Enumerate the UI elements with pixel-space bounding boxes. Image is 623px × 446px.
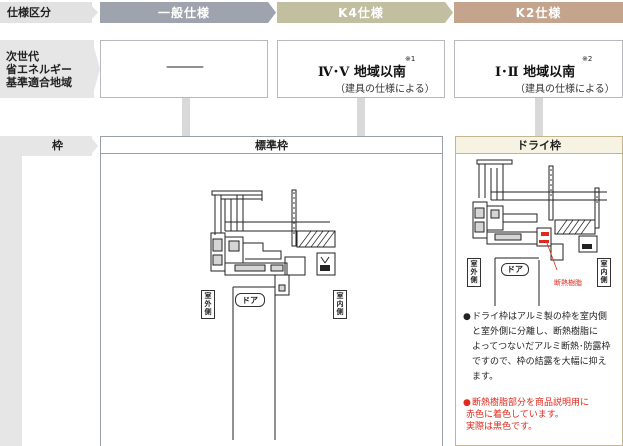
zone-k2-note: ※2 [582,55,593,63]
zone-k4-note: ※1 [405,55,416,63]
zone-general-value: ——— [166,59,204,75]
red-note: 断熱樹脂部分を商品説明用に 赤色に着色しています。 実際は黒色です。 [466,397,620,433]
dry-frame-title: ドライ枠 [456,137,622,154]
dry-description-line: ます。 [472,372,499,382]
dry-description: ドライ枠はアルミ製の枠を室内側 と室外側に分離し、断熱樹脂に よってつないだアル… [472,310,620,385]
dry-description-bullet: ● [463,312,471,322]
left-label-bar [0,136,22,446]
zone-label-box [0,40,94,98]
header-general-label: 一般仕様 [157,6,210,20]
standard-frame-title: 標準枠 [101,137,442,154]
standard-indoor-label: 室内側 [333,290,347,319]
dry-resin-label: 断熱樹脂 [553,278,583,288]
standard-door-label: ドア [235,293,265,307]
dry-door-label: ドア [501,263,529,276]
dry-description-line: よってつないだアルミ断熱･防露枠 [472,342,611,352]
header-k2: K2仕様 [454,2,623,23]
red-note-bullet: ● [463,398,471,408]
header-k4-arrow [445,2,453,23]
zone-cell-general: ——— [100,40,268,98]
dry-description-line: ですので、枠の結露を大幅に抑え [472,357,607,367]
zone-k2-sub: （建具の仕様による） [515,84,615,95]
connector-general [182,98,190,136]
standard-frame-diagram [210,189,336,440]
header-general-arrow [268,2,276,23]
zone-cell-k4: Ⅳ･Ⅴ 地域以南 ※1 （建具の仕様による） [277,40,445,98]
zone-label-arrow [92,40,100,98]
dry-outdoor-label: 室外側 [467,258,481,287]
spec-category-text: 仕様区分 [7,6,51,19]
connector-k2 [535,98,543,136]
zone-k4-main: Ⅳ･Ⅴ 地域以南 [318,65,406,80]
zone-k4-sub: （建具の仕様による） [335,84,435,95]
red-note-line: 断熱樹脂部分を商品説明用に [472,398,590,408]
dry-description-line: と室外側に分離し、断熱樹脂に [472,327,599,337]
standard-frame-panel: 標準枠 [100,136,443,446]
header-k2-label: K2仕様 [515,6,562,20]
dry-frame-diagram [472,159,607,306]
red-note-line: 実際は黒色です。 [466,422,538,432]
spec-category-label [0,2,92,23]
frame-label-arrow [90,136,98,156]
zone-k2-main: Ⅰ･Ⅱ 地域以南 [495,65,576,80]
red-note-line: 赤色に着色しています。 [466,410,564,420]
zone-cell-k2: Ⅰ･Ⅱ 地域以南 ※2 （建具の仕様による） [454,40,623,98]
connector-k4 [357,98,365,136]
header-k4-label: K4仕様 [338,6,384,20]
frame-label-box [22,136,92,156]
spec-category-arrow [88,2,98,23]
dry-description-line: ドライ枠はアルミ製の枠を室内側 [472,312,607,322]
header-general: 一般仕様 [100,2,268,23]
frame-label-text: 枠 [52,139,63,152]
zone-label-text: 次世代 省エネルギー 基準適合地域 [6,50,72,89]
header-k4: K4仕様 [277,2,445,23]
dry-indoor-label: 室内側 [597,258,611,287]
standard-outdoor-label: 室外側 [201,290,215,319]
